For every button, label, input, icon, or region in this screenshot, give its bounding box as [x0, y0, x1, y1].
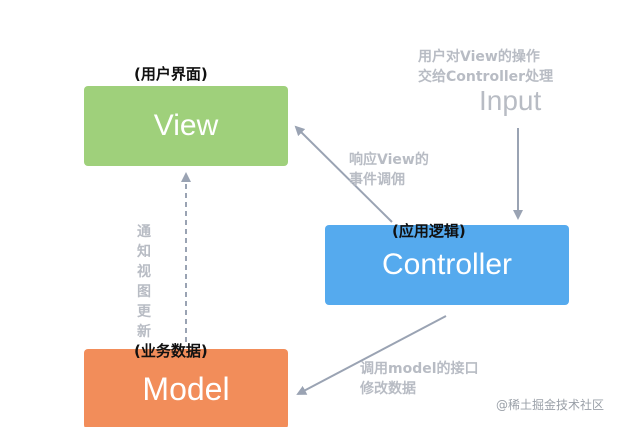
notify-char: 新	[137, 324, 151, 340]
input-description-line: 交给Controller处理	[418, 69, 554, 85]
controller-to-model-arrow	[296, 315, 447, 395]
notify-description: 通知 视图 更新	[137, 222, 161, 342]
controller-role-label: (应用逻辑)	[392, 222, 466, 240]
model-call-description-line: 调用model的接口	[360, 361, 479, 377]
response-description-line: 事件调佣	[349, 172, 405, 188]
model-call-description-line: 修改数据	[360, 381, 416, 397]
notify-char: 通	[137, 224, 151, 240]
response-description: 响应View的 事件调佣	[349, 150, 429, 190]
notify-char: 图	[137, 284, 151, 300]
model-box: Model	[84, 349, 288, 427]
input-description-line: 用户对View的操作	[418, 49, 540, 65]
response-description-line: 响应View的	[349, 152, 429, 168]
controller-box: Controller	[325, 225, 569, 305]
controller-to-view-arrow	[294, 125, 393, 223]
notify-char: 知	[137, 244, 151, 260]
input-title: Input	[479, 85, 542, 116]
watermark: @稀土掘金技术社区	[496, 398, 605, 412]
model-role-label: (业务数据)	[134, 342, 208, 360]
view-box: View	[84, 86, 288, 166]
input-description: 用户对View的操作 交给Controller处理	[418, 47, 553, 87]
notify-char: 更	[137, 304, 151, 320]
view-role-label: (用户界面)	[134, 65, 208, 83]
model-call-description: 调用model的接口 修改数据	[360, 359, 479, 399]
notify-char: 视	[137, 264, 151, 280]
